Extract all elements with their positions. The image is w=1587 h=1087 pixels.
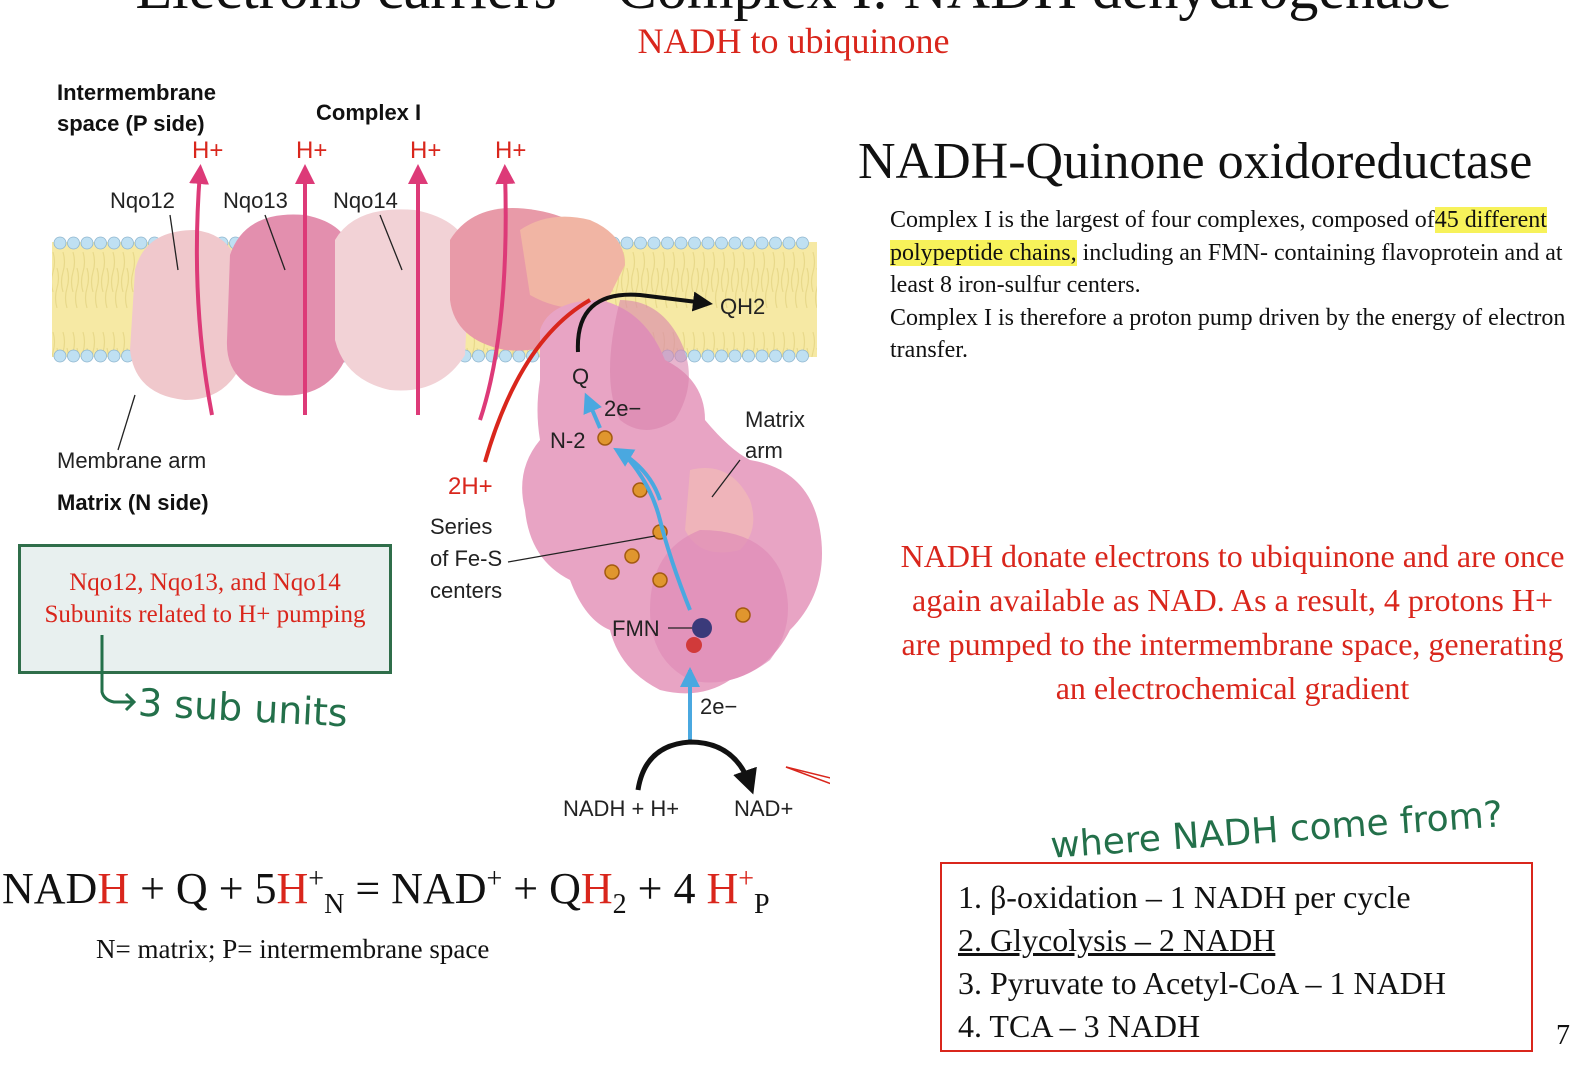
matrix-arm-label-1: Matrix xyxy=(745,407,805,432)
h-plus-4: H+ xyxy=(495,137,527,164)
two-h-arrow xyxy=(483,298,591,463)
equation-note: N= matrix; P= intermembrane space xyxy=(96,934,490,964)
h-plus-2: H+ xyxy=(296,137,328,164)
nad-plus-label: NAD+ xyxy=(734,796,794,821)
intermembrane-label-2: space (P side) xyxy=(57,111,205,136)
fmn-label: FMN xyxy=(612,616,660,641)
proton-arrows xyxy=(189,164,516,421)
fe-s-clusters xyxy=(597,430,751,623)
two-e-label-top: 2e− xyxy=(604,396,642,421)
list-item: 2. Glycolysis – 2 NADH xyxy=(958,922,1276,958)
series-label-1: Series xyxy=(430,514,493,539)
handwritten-where-nadh: where NADH come from? xyxy=(1049,794,1505,867)
two-h-label: 2H+ xyxy=(448,473,493,500)
h-plus-1: H+ xyxy=(192,137,224,164)
q-label: Q xyxy=(572,364,590,389)
complex-description: Complex I is the largest of four complex… xyxy=(890,204,1570,367)
section-heading: NADH-Quinone oxidoreductase xyxy=(858,133,1533,190)
list-item: 3. Pyruvate to Acetyl-CoA – 1 NADH xyxy=(958,965,1446,1001)
nadh-arrow xyxy=(635,739,757,795)
description-pre: Complex I is the largest of four complex… xyxy=(890,207,1435,233)
fe-s-cluster xyxy=(624,548,640,564)
nadh-h-label: NADH + H+ xyxy=(563,796,680,821)
matrix-side-label: Matrix (N side) xyxy=(57,490,209,515)
qh2-label: QH2 xyxy=(720,294,766,319)
handwritten-arrow xyxy=(100,635,137,712)
nqo13-label: Nqo13 xyxy=(223,188,288,213)
nadh-sources-box: 1. β-oxidation – 1 NADH per cycle 2. Gly… xyxy=(940,862,1533,1052)
qh2-arrow xyxy=(575,291,713,353)
two-e-label-bottom: 2e− xyxy=(700,694,738,719)
matrix-arm-label-2: arm xyxy=(745,438,783,463)
nqo-box-line1: Nqo12, Nqo13, and Nqo14 xyxy=(69,569,341,596)
complex-label: Complex I xyxy=(316,100,422,125)
nqo-box-line2: Subunits related to H+ pumping xyxy=(44,601,366,628)
list-item: 1. β-oxidation – 1 NADH per cycle xyxy=(958,879,1411,915)
nadh-explanation: NADH donate electrons to ubiquinone and … xyxy=(900,538,1565,706)
series-label-2: of Fe-S xyxy=(430,546,503,571)
list-item: 4. TCA – 3 NADH xyxy=(958,1008,1201,1044)
intermembrane-label-1: Intermembrane xyxy=(57,80,216,105)
fe-s-cluster xyxy=(652,572,668,588)
description-line2: Complex I is therefore a proton pump dri… xyxy=(890,304,1566,364)
page-number: 7 xyxy=(1556,1020,1570,1051)
fe-s-cluster xyxy=(735,607,751,623)
nqo12-label: Nqo12 xyxy=(110,188,175,213)
h-plus-3: H+ xyxy=(410,137,442,164)
membrane-arm-label: Membrane arm xyxy=(57,448,207,473)
nqo-subunits-box: Nqo12, Nqo13, and Nqo14 Subunits related… xyxy=(18,544,392,674)
complex-i-diagram xyxy=(52,164,830,795)
n2-label: N-2 xyxy=(550,428,586,453)
description-post: including an FMN- containing flavoprotei… xyxy=(890,239,1563,299)
series-label-3: centers xyxy=(430,578,503,603)
reaction-equation: NADH + Q + 5H+N = NAD+ + QH2 + 4 H+P xyxy=(2,863,770,920)
fe-s-cluster xyxy=(604,564,620,580)
nqo14-label: Nqo14 xyxy=(333,188,398,213)
fe-s-cluster xyxy=(597,430,613,446)
slide-title: Electrons carriers – Complex I: NADH deh… xyxy=(0,0,1587,23)
fmn-molecule xyxy=(692,618,712,638)
slide-subtitle: NADH to ubiquinone xyxy=(637,21,950,61)
